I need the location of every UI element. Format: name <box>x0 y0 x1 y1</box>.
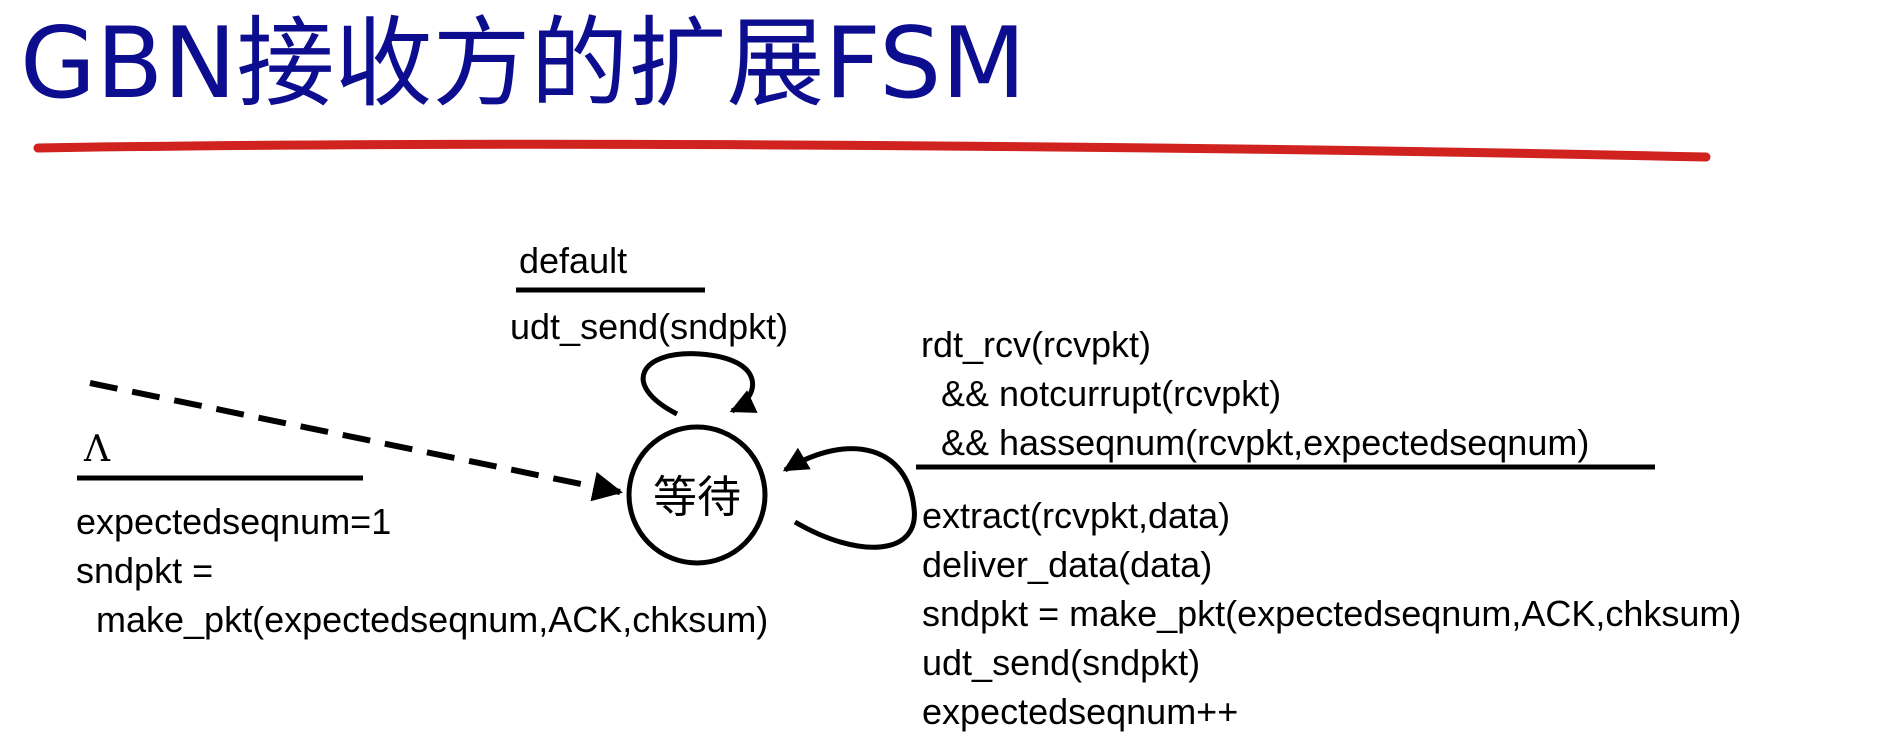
default-self-loop <box>640 351 758 417</box>
receive-action-line: extract(rcvpkt,data) <box>922 495 1231 536</box>
receive-condition-line: && notcurrupt(rcvpkt) <box>921 373 1282 414</box>
initial-action-line: make_pkt(expectedseqnum,ACK,chksum) <box>76 599 769 640</box>
receive-actions: extract(rcvpkt,data) deliver_data(data) … <box>922 491 1741 736</box>
initial-action-line: sndpkt = <box>76 550 214 591</box>
receive-action-line: udt_send(sndpkt) <box>922 642 1201 683</box>
receive-condition-line: rdt_rcv(rcvpkt) <box>921 324 1152 365</box>
state-label: 等待 <box>653 472 741 523</box>
page-title: GBN接收方的扩展FSM <box>20 7 1026 121</box>
initial-event-label: Λ <box>84 429 110 470</box>
initial-action-line: expectedseqnum=1 <box>76 501 392 542</box>
state-circle <box>626 424 768 566</box>
default-event-label: default <box>519 240 628 281</box>
initial-actions: expectedseqnum=1 sndpkt = make_pkt(expec… <box>76 497 768 644</box>
receive-action-line: deliver_data(data) <box>922 544 1213 585</box>
receive-self-loop <box>782 446 917 550</box>
receive-condition-line: && hasseqnum(rcvpkt,expectedseqnum) <box>921 422 1590 463</box>
title-underline <box>33 139 1711 162</box>
receive-action-line: expectedseqnum++ <box>922 691 1239 732</box>
receive-action-line: sndpkt = make_pkt(expectedseqnum,ACK,chk… <box>922 593 1742 634</box>
receive-conditions: rdt_rcv(rcvpkt) && notcurrupt(rcvpkt) &&… <box>921 320 1589 467</box>
default-action-label: udt_send(sndpkt) <box>510 306 789 347</box>
initial-transition-arrow <box>89 380 623 502</box>
